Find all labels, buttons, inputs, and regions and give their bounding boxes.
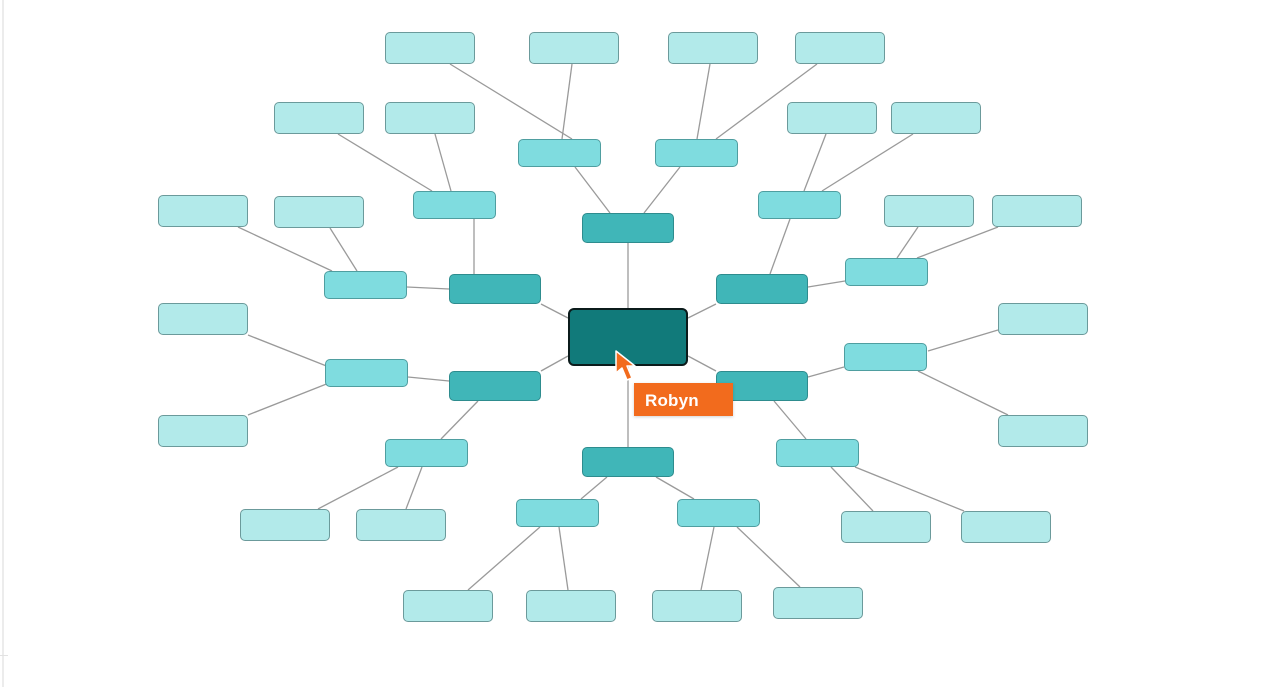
connector-line: [927, 329, 999, 352]
leaf-topic-node[interactable]: [385, 102, 475, 134]
leaf-topic-node[interactable]: [787, 102, 877, 134]
collaborator-name-tag: Robyn: [634, 383, 733, 416]
connector-line: [337, 133, 433, 192]
subtopic-node[interactable]: [655, 139, 738, 167]
leaf-topic-node[interactable]: [773, 587, 863, 619]
leaf-topic-node[interactable]: [998, 415, 1088, 447]
connector-line: [574, 166, 611, 214]
subtopic-node[interactable]: [844, 343, 927, 371]
leaf-topic-node[interactable]: [668, 32, 758, 64]
connector-line: [773, 400, 807, 440]
connector-line: [696, 63, 711, 140]
leaf-topic-node[interactable]: [526, 590, 616, 622]
connector-line: [769, 218, 791, 275]
connector-line: [561, 63, 573, 140]
leaf-topic-node[interactable]: [403, 590, 493, 622]
subtopic-node[interactable]: [758, 191, 841, 219]
leaf-topic-node[interactable]: [652, 590, 742, 622]
leaf-topic-node[interactable]: [998, 303, 1088, 335]
leaf-topic-node[interactable]: [240, 509, 330, 541]
connector-line: [329, 227, 358, 272]
connector-line: [854, 466, 965, 512]
leaf-topic-node[interactable]: [158, 303, 248, 335]
connector-line: [540, 355, 569, 372]
connector-line: [803, 133, 827, 192]
subtopic-node[interactable]: [385, 439, 468, 467]
left-panel-tick: [0, 655, 8, 656]
leaf-topic-node[interactable]: [274, 102, 364, 134]
connector-line: [643, 166, 681, 214]
connector-line: [540, 303, 569, 319]
main-topic-node[interactable]: [449, 274, 541, 304]
main-topic-node[interactable]: [582, 447, 674, 477]
connector-line: [736, 526, 801, 588]
left-panel-border-stub: [2, 656, 4, 687]
connector-line: [440, 400, 479, 440]
main-topic-node[interactable]: [582, 213, 674, 243]
leaf-topic-node[interactable]: [884, 195, 974, 227]
connector-line: [807, 280, 846, 288]
subtopic-node[interactable]: [518, 139, 601, 167]
subtopic-node[interactable]: [845, 258, 928, 286]
connector-line: [317, 466, 399, 510]
connector-line: [917, 370, 1009, 416]
leaf-topic-node[interactable]: [891, 102, 981, 134]
subtopic-node[interactable]: [516, 499, 599, 527]
connector-line: [830, 466, 874, 512]
leaf-topic-node[interactable]: [795, 32, 885, 64]
connector-line: [449, 63, 573, 140]
left-panel-border: [2, 0, 4, 655]
connector-line: [896, 226, 919, 259]
main-topic-node[interactable]: [716, 274, 808, 304]
subtopic-node[interactable]: [325, 359, 408, 387]
connector-line: [687, 355, 717, 372]
connector-line: [687, 303, 717, 319]
subtopic-node[interactable]: [324, 271, 407, 299]
connector-line: [434, 133, 452, 192]
connector-line: [237, 226, 333, 272]
connector-line: [247, 382, 330, 416]
connector-line: [580, 476, 608, 500]
connector-line: [715, 63, 818, 140]
connector-line: [655, 476, 695, 500]
connector-line: [405, 466, 423, 510]
leaf-topic-node[interactable]: [385, 32, 475, 64]
leaf-topic-node[interactable]: [961, 511, 1051, 543]
leaf-topic-node[interactable]: [274, 196, 364, 228]
leaf-topic-node[interactable]: [529, 32, 619, 64]
connector-line: [406, 286, 450, 290]
subtopic-node[interactable]: [413, 191, 496, 219]
connector-line: [807, 366, 845, 378]
connector-line: [700, 526, 715, 591]
connector-line: [407, 376, 450, 382]
leaf-topic-node[interactable]: [158, 195, 248, 227]
connector-line: [467, 526, 541, 591]
leaf-topic-node[interactable]: [356, 509, 446, 541]
leaf-topic-node[interactable]: [158, 415, 248, 447]
subtopic-node[interactable]: [677, 499, 760, 527]
leaf-topic-node[interactable]: [841, 511, 931, 543]
connector-line: [916, 226, 999, 259]
subtopic-node[interactable]: [776, 439, 859, 467]
main-topic-node[interactable]: [449, 371, 541, 401]
connector-line: [821, 133, 914, 192]
leaf-topic-node[interactable]: [992, 195, 1082, 227]
collaborator-cursor-icon: [615, 350, 636, 381]
connector-line: [247, 334, 330, 368]
connector-line: [558, 526, 569, 591]
